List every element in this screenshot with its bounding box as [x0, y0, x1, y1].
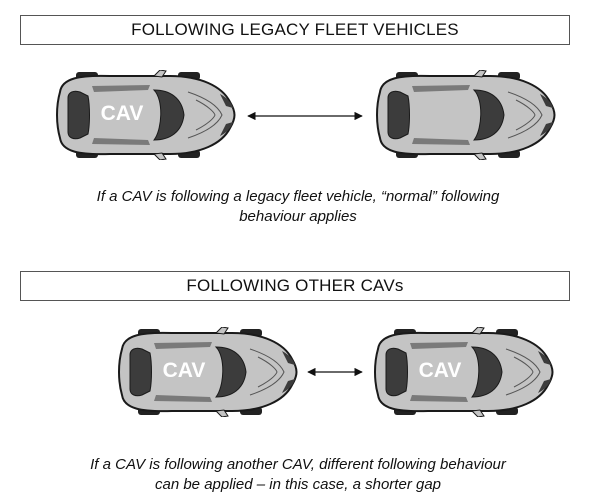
legacy-car-leader	[370, 70, 560, 160]
cav-label: CAV	[418, 359, 462, 382]
caption-cavs: If a CAV is following another CAV, diffe…	[0, 455, 596, 495]
caption-cavs-line1: If a CAV is following another CAV, diffe…	[90, 456, 506, 473]
caption-legacy: If a CAV is following a legacy fleet veh…	[0, 187, 596, 227]
section-title-cavs: FOLLOWING OTHER CAVs	[20, 271, 570, 301]
section-title-cavs-text: FOLLOWING OTHER CAVs	[186, 276, 404, 295]
cav-label: CAV	[100, 102, 144, 125]
section-title-legacy-text: FOLLOWING LEGACY FLEET VEHICLES	[131, 20, 459, 39]
caption-cavs-line2: can be applied – in this case, a shorter…	[154, 476, 442, 493]
gap-arrow-short	[307, 367, 363, 377]
cav-label: CAV	[162, 359, 206, 382]
cav-car-follower: CAV	[50, 70, 240, 160]
gap-arrow-normal	[247, 111, 363, 121]
cav-car-leader-2: CAV	[368, 327, 558, 417]
cav-car-follower-2: CAV	[112, 327, 302, 417]
caption-legacy-line2: behaviour applies	[239, 208, 357, 225]
section-title-legacy: FOLLOWING LEGACY FLEET VEHICLES	[20, 15, 570, 45]
caption-legacy-line1: If a CAV is following a legacy fleet veh…	[96, 188, 500, 205]
